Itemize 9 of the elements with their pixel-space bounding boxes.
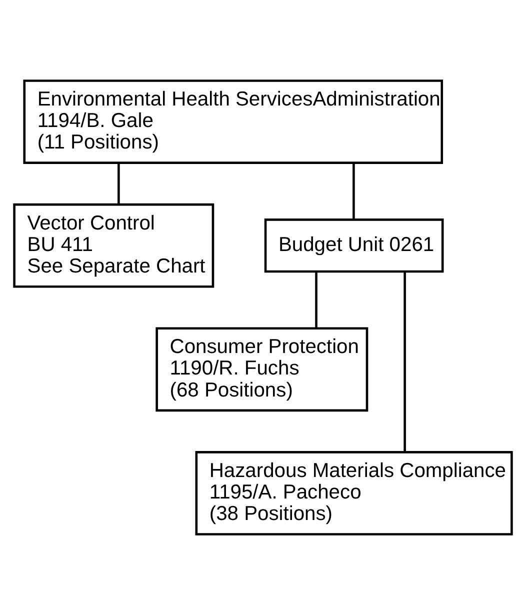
connector [352, 163, 355, 220]
node-box: Consumer Protection 1190/R. Fuchs (68 Positions) [156, 327, 368, 412]
node-box: Environmental Health ServicesAdministration 1194/B. Gale (11 Positions) [23, 80, 444, 164]
connector [118, 163, 120, 205]
connector [404, 272, 406, 452]
node-box: Hazardous Materials Compliance 1195/A. Pacheco (38 Positions) [195, 451, 513, 536]
node-box: Budget Unit 0261 [264, 218, 444, 273]
node-box: Vector Control BU 411 See Separate Chart [13, 203, 214, 288]
connector [315, 272, 318, 328]
